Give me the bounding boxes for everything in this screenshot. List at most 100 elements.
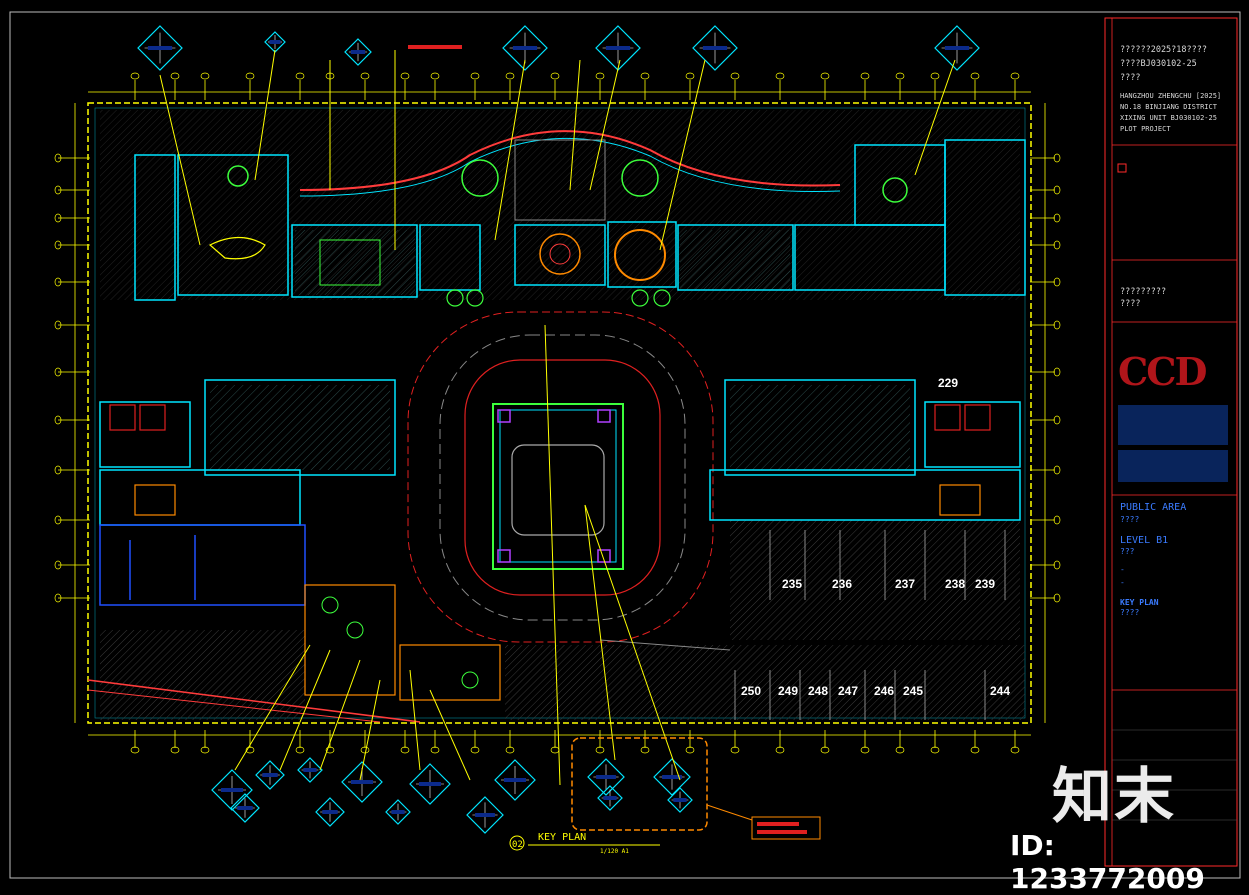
bottom-left-hatch [100,630,305,720]
column-marker [497,409,511,423]
scale-bar [408,45,462,49]
elevation-marker-icon [264,31,286,53]
elevation-marker-icon [934,25,980,71]
axis-bubble [895,746,905,754]
axis-bubble [54,277,62,287]
axis-bubble [860,746,870,754]
lounge-seating [319,239,381,286]
watermark-brand: 知末 [1052,762,1176,832]
axis-bubble [930,746,940,754]
elevation-marker-icon [466,796,504,834]
bottom-lounge-room [304,584,396,696]
elevation-marker-icon [255,760,285,790]
left-lobby-hatch [210,385,390,470]
shrub-left [227,165,249,187]
elevation-marker-icon [587,758,625,796]
drive-outer-red [407,311,714,643]
axis-bubble [1053,213,1061,223]
axis-bubble [54,415,62,425]
elevation-marker-icon [595,25,641,71]
axis-bubble [640,72,650,80]
central-platform-inner [499,409,617,563]
right-block [709,379,1021,521]
room-pool [677,224,794,291]
axis-bubble [930,72,940,80]
axis-bubble [775,72,785,80]
sheet-title-en: KEY PLAN [1120,598,1159,607]
left-service-rooms [99,469,301,526]
axis-bubble [1053,240,1061,250]
axis-bubble [54,367,62,377]
elevation-marker-icon [230,793,260,823]
axis-bubble [170,746,180,754]
elevation-marker-icon [502,25,548,71]
elevation-marker-icon [137,25,183,71]
axis-bubble [295,72,305,80]
upper-rooms [134,139,1026,301]
note-line [757,830,807,834]
company-address-block [1118,450,1228,482]
left-partitions [99,524,306,606]
axis-bubble [505,746,515,754]
lift-car [964,404,991,431]
level-cn: ??? [1120,547,1135,556]
revision-triangle-box [1117,163,1127,173]
client-name-line2: ???? [1120,299,1141,309]
note-leader [706,804,753,821]
drive-inner-red [464,359,661,596]
leader-lines [159,49,956,786]
axis-bubble [200,746,210,754]
axis-bubble [970,746,980,754]
axis-bubble [1010,72,1020,80]
parking-stall-number: 248 [808,684,828,698]
room-entrance-hall [514,224,606,286]
pool-hatch [680,230,790,290]
axis-bubble [130,746,140,754]
level-en: LEVEL B1 [1120,535,1169,546]
axis-bubble [895,72,905,80]
axis-bubble [470,72,480,80]
parking-stall-number: 247 [838,684,858,698]
top-hatch [100,110,1020,300]
entry-canopy [514,139,606,221]
tree-right [621,159,659,197]
axis-bubble [54,560,62,570]
title-block-frame [1104,17,1238,867]
axis-bubble [775,746,785,754]
note-line [757,822,799,826]
bottom-suite-room [399,644,501,701]
elevation-marker-icon [409,763,451,805]
ramp-line [87,689,381,723]
bottom-lounge [304,584,501,701]
axis-bubble [54,153,62,163]
project-name-line2: ????BJ030102-25 [1120,59,1197,69]
lift-car [109,404,136,431]
elevation-marker-icon [211,769,253,811]
axis-bubble [1053,593,1061,603]
parking-hatch [730,520,1020,640]
furniture [461,671,479,689]
building-outline [87,102,1032,724]
parking-stall-number: 235 [782,577,802,591]
axis-bubble [1010,746,1020,754]
axis-bubble [360,72,370,80]
axis-bubble [1053,515,1061,525]
elevation-marker-icon [667,787,693,813]
garden-pond [208,236,266,260]
parking-stall-number: 236 [832,577,852,591]
stair-right [939,484,981,516]
axis-bubble [245,72,255,80]
central-feature [511,444,605,536]
left-block [99,379,396,526]
axis-bubble [400,746,410,754]
elevation-marker-icon [597,785,623,811]
ramp-line [87,679,421,723]
axis-bubble [730,72,740,80]
axis-bubble [430,72,440,80]
elevation-marker-icon [297,757,323,783]
left-office-zone [99,524,306,606]
stair-left [134,484,176,516]
column-marker [497,549,511,563]
client-name-line1: ????????? [1120,287,1167,297]
axis-bubble [505,72,515,80]
